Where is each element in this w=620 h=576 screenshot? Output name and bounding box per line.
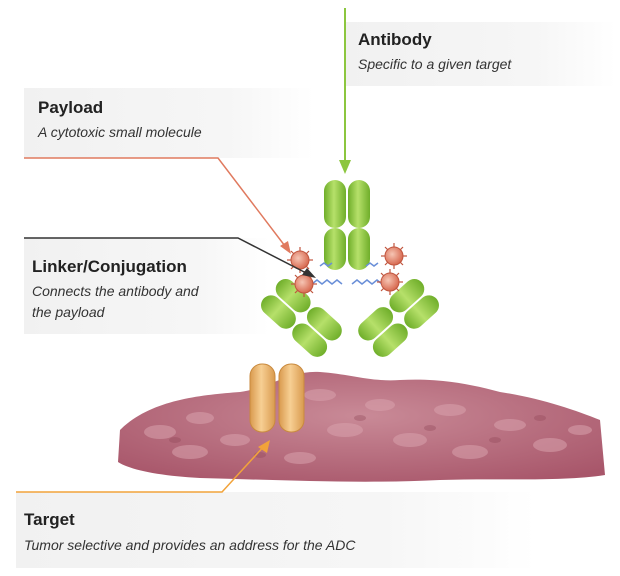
antibody-shape bbox=[261, 180, 439, 357]
target-title: Target bbox=[24, 510, 75, 529]
payload-molecules bbox=[287, 243, 407, 297]
target-description: Tumor selective and provides an address … bbox=[24, 537, 356, 553]
payload-title: Payload bbox=[38, 98, 104, 117]
tumor-tissue bbox=[118, 371, 605, 482]
antibody-pointer bbox=[339, 8, 351, 174]
linker-pointer bbox=[24, 237, 316, 278]
antibody-title: Antibody bbox=[358, 30, 432, 49]
target-pointer bbox=[16, 440, 270, 493]
antibody-label-panel bbox=[346, 22, 616, 86]
linker-description-line2: the payload bbox=[32, 304, 105, 320]
target-label-panel bbox=[16, 492, 536, 568]
target-receptor bbox=[249, 363, 305, 433]
linker-label-panel bbox=[24, 238, 269, 334]
payload-label-panel bbox=[24, 88, 314, 158]
payload-pointer bbox=[24, 157, 291, 254]
linker-bonds bbox=[311, 262, 383, 285]
linker-description-line1: Connects the antibody and bbox=[32, 283, 199, 299]
antibody-description: Specific to a given target bbox=[358, 56, 512, 72]
payload-description: A cytotoxic small molecule bbox=[38, 124, 202, 140]
linker-title: Linker/Conjugation bbox=[32, 257, 187, 276]
